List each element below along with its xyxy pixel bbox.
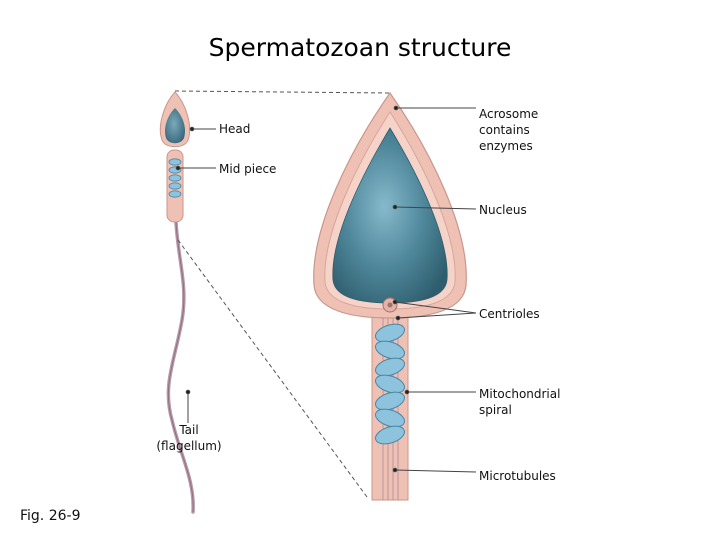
label-acrosome: Acrosome contains enzymes bbox=[479, 106, 538, 154]
mitochondrial-spiral bbox=[375, 323, 405, 445]
label-nucleus: Nucleus bbox=[479, 203, 527, 217]
detail-sperm bbox=[313, 91, 467, 501]
whole-sperm bbox=[159, 91, 195, 514]
label-microtubules: Microtubules bbox=[479, 469, 556, 483]
small-mito-spiral bbox=[168, 158, 182, 198]
figure-label: Fig. 26-9 bbox=[20, 508, 81, 524]
page-title: Spermatozoan structure bbox=[208, 33, 512, 62]
label-acrosome-line1: Acrosome bbox=[479, 107, 539, 121]
nucleus bbox=[332, 127, 448, 304]
label-mitochondrial-spiral: Mitochondrial spiral bbox=[479, 386, 560, 418]
label-tail: Tail (flagellum) bbox=[150, 422, 228, 454]
label-mid-piece: Mid piece bbox=[219, 162, 277, 176]
label-tail-line2: (flagellum) bbox=[156, 439, 222, 453]
label-mito-line2: spiral bbox=[479, 403, 512, 417]
label-acrosome-line3: enzymes bbox=[479, 139, 533, 153]
label-head: Head bbox=[219, 122, 251, 136]
label-mito-line1: Mitochondrial bbox=[479, 387, 561, 401]
label-acrosome-line2: contains bbox=[479, 123, 530, 137]
label-tail-line1: Tail bbox=[179, 423, 199, 437]
label-centrioles: Centrioles bbox=[479, 307, 540, 321]
